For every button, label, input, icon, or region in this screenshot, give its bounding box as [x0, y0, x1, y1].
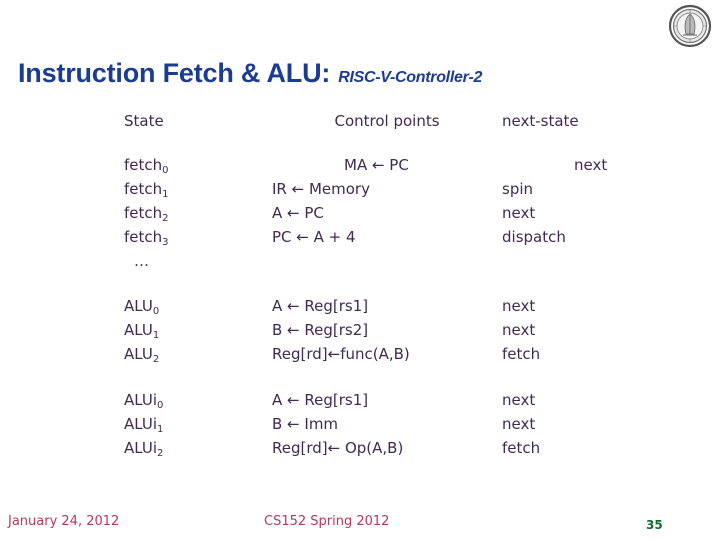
cell-control-points: PC ← A + 4	[272, 228, 356, 246]
cell-control-points: A ← Reg[rs1]	[272, 391, 369, 409]
cell-control-points: Reg[rd]← Op(A,B)	[272, 439, 404, 457]
cell-next-state: dispatch	[502, 228, 566, 246]
slide-title-subtitle: RISC-V-Controller-2	[338, 69, 483, 86]
state-subscript: 0	[157, 400, 164, 411]
table-row: ALUi1 B ← Imm next	[124, 415, 684, 439]
state-subscript: 2	[152, 354, 160, 365]
slide-title: Instruction Fetch & ALU: RISC-V-Controll…	[18, 58, 702, 89]
cell-state: fetch0	[124, 156, 169, 176]
state-subscript: 1	[152, 330, 160, 341]
cell-next-state: next	[502, 391, 536, 409]
column-header-control-points: Control points	[334, 112, 440, 130]
uc-berkeley-seal-icon	[668, 4, 712, 48]
state-subscript: 2	[157, 448, 164, 459]
table-header-row: State Control points next-state	[124, 112, 684, 130]
state-subscript: 3	[162, 237, 169, 248]
cell-control-points: Reg[rd]←func(A,B)	[272, 345, 410, 363]
cell-next-state: fetch	[502, 439, 541, 457]
cell-state: ALU1	[124, 321, 160, 341]
cell-state: ALU0	[124, 297, 160, 317]
cell-state: fetch1	[124, 180, 169, 200]
cell-next-state: next	[502, 321, 536, 339]
footer-course: CS152 Spring 2012	[264, 514, 390, 529]
cell-control-points: B ← Imm	[272, 415, 339, 433]
cell-state: ALUi1	[124, 415, 164, 435]
cell-next-state: next	[502, 297, 536, 315]
table-row: ALUi2 Reg[rd]← Op(A,B) fetch	[124, 439, 684, 463]
footer-date: January 24, 2012	[8, 514, 120, 529]
cell-control-points: A ← PC	[272, 204, 324, 222]
cell-state: ALU2	[124, 345, 160, 365]
cell-next-state: fetch	[502, 345, 541, 363]
column-header-next-state: next-state	[502, 112, 579, 130]
state-subscript: 0	[162, 165, 169, 176]
table-row: fetch2 A ← PC next	[124, 204, 684, 228]
table-row: fetch1 IR ← Memory spin	[124, 180, 684, 204]
footer-page-number: 35	[646, 518, 663, 532]
slide-title-main: Instruction Fetch & ALU:	[18, 58, 331, 88]
state-subscript: 1	[162, 189, 169, 200]
state-subscript: 2	[162, 213, 169, 224]
table-row: fetch0 MA ← PC next	[124, 156, 684, 180]
table-ellipsis-row: …	[134, 252, 151, 270]
cell-control-points: A ← Reg[rs1]	[272, 297, 369, 315]
cell-next-state: next	[502, 204, 536, 222]
cell-next-state: spin	[502, 180, 534, 198]
cell-next-state: next	[502, 415, 536, 433]
table-row: ALU1 B ← Reg[rs2] next	[124, 321, 684, 345]
cell-control-points: B ← Reg[rs2]	[272, 321, 369, 339]
cell-control-points: MA ← PC	[344, 156, 409, 174]
cell-next-state: next	[574, 156, 608, 174]
cell-state: fetch2	[124, 204, 169, 224]
state-subscript: 1	[157, 424, 164, 435]
table-row: ALUi0 A ← Reg[rs1] next	[124, 391, 684, 415]
state-subscript: 0	[152, 306, 160, 317]
cell-state: ALUi0	[124, 391, 164, 411]
cell-control-points: IR ← Memory	[272, 180, 370, 198]
cell-state: ALUi2	[124, 439, 164, 459]
table-row: fetch3 PC ← A + 4 dispatch	[124, 228, 684, 252]
column-header-state: State	[124, 112, 164, 130]
cell-state: fetch3	[124, 228, 169, 248]
table-row: ALU2 Reg[rd]←func(A,B) fetch	[124, 345, 684, 369]
table-row: ALU0 A ← Reg[rs1] next	[124, 297, 684, 321]
